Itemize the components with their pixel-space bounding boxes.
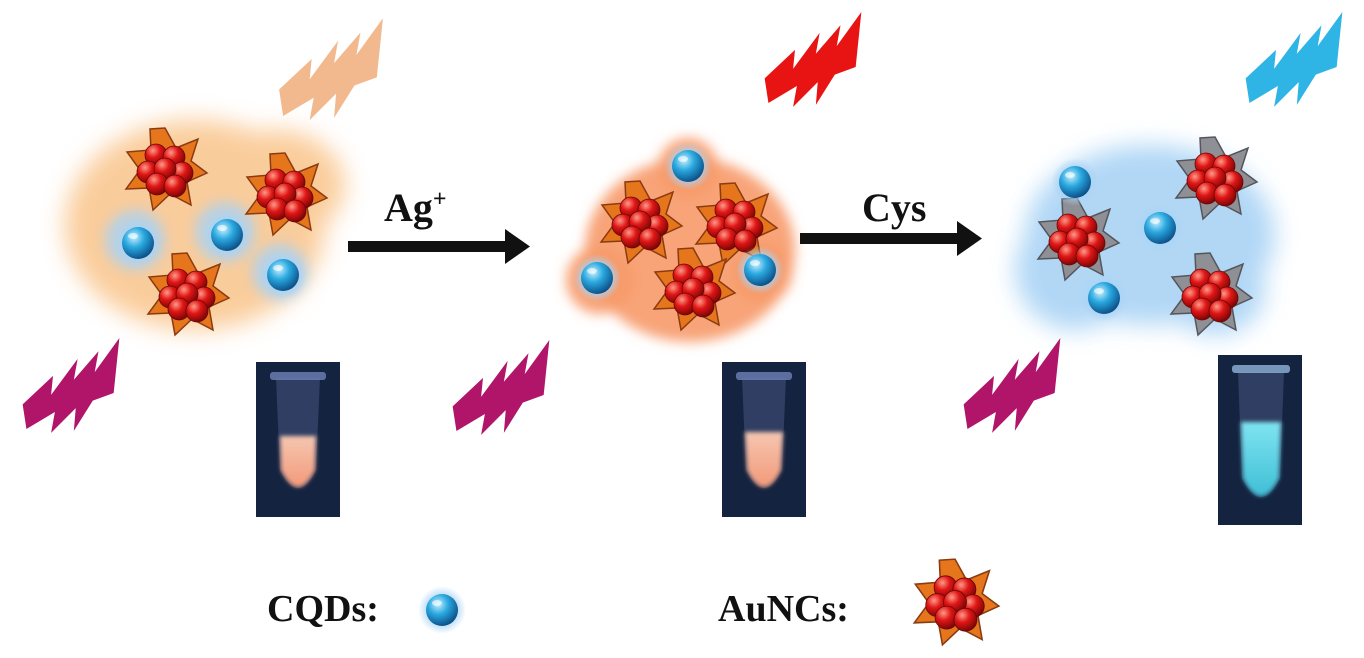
- cqd-sphere-icon: [114, 219, 162, 267]
- reaction-arrow-icon: [348, 229, 530, 264]
- legend-aunc-label: AuNCs:: [718, 588, 849, 630]
- lightning-bolt-icon: [1245, 12, 1343, 107]
- cqd-sphere-icon: [1136, 204, 1184, 252]
- cqd-legend-icon: [418, 586, 466, 634]
- cqd-sphere-icon: [259, 251, 307, 299]
- panel-initial-state: [22, 18, 383, 433]
- lightning-bolt-icon: [764, 12, 862, 107]
- cqd-sphere-icon: [1080, 274, 1128, 322]
- tube-photo-icon: [1218, 355, 1302, 525]
- legend-cqd-label: CQDs:: [267, 588, 379, 630]
- cqd-sphere-icon: [736, 246, 784, 294]
- cqd-sphere-icon: [1051, 158, 1099, 206]
- aunc-legend-icon: [913, 558, 1000, 646]
- cqd-sphere-icon: [664, 142, 712, 190]
- silver-symbol: Ag: [384, 185, 433, 230]
- reaction-arrow-icon: [800, 221, 982, 256]
- cqd-sphere-icon: [203, 211, 251, 259]
- cqd-sphere-icon: [573, 254, 621, 302]
- tube-photo-icon: [256, 362, 340, 517]
- panel-silver-added: [452, 12, 862, 435]
- lightning-bolt-icon: [279, 18, 383, 121]
- silver-charge: +: [432, 186, 447, 213]
- arrow-label-cysteine: Cys: [862, 185, 927, 230]
- panel-cysteine-added: [963, 12, 1343, 433]
- lightning-bolt-icon: [22, 338, 120, 433]
- lightning-bolt-icon: [963, 338, 1061, 433]
- tube-photo-icon: [722, 362, 806, 517]
- arrow-label-silver: Ag+: [384, 188, 447, 228]
- lightning-bolt-icon: [452, 340, 550, 435]
